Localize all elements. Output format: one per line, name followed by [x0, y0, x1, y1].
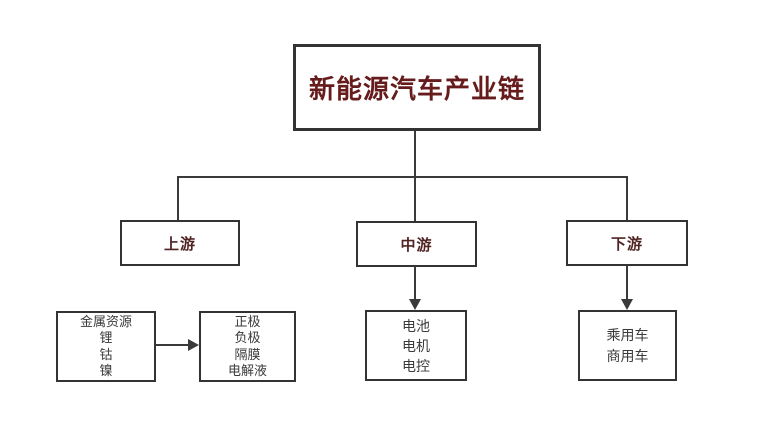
connector-horizontal-bar — [177, 176, 628, 178]
connector-downstream-drop — [626, 176, 628, 222]
branch-label-upstream: 上游 — [163, 235, 196, 253]
arrow-shaft-metal-to-materials — [156, 344, 189, 346]
leaf-line: 电池 — [402, 317, 430, 334]
connector-midstream-drop — [414, 176, 416, 223]
branch-label-downstream: 下游 — [610, 235, 643, 253]
diagram-title: 新能源汽车产业链 — [308, 74, 525, 104]
leaf-line: 电机 — [402, 337, 430, 354]
arrow-down-icon — [409, 299, 421, 310]
leaf-box-metal-resources: 金属资源 锂 钴 镍 — [56, 311, 156, 382]
leaf-box-powertrain: 电池 电机 电控 — [365, 310, 467, 381]
arrow-shaft-downstream — [626, 265, 628, 300]
connector-root-vertical — [414, 131, 416, 177]
leaf-line: 镍 — [99, 363, 113, 378]
leaf-line: 电解液 — [227, 363, 267, 378]
leaf-line: 正极 — [234, 313, 261, 329]
leaf-line: 锂 — [99, 330, 113, 345]
leaf-box-battery-materials: 正极 负极 隔膜 电解液 — [199, 311, 296, 382]
leaf-line: 电控 — [402, 357, 430, 374]
arrow-shaft-midstream — [414, 266, 416, 300]
arrow-right-icon — [188, 339, 199, 351]
branch-box-downstream: 下游 — [566, 220, 688, 266]
branch-box-upstream: 上游 — [120, 220, 240, 266]
leaf-line: 乘用车 — [606, 326, 649, 343]
arrow-down-icon — [621, 299, 633, 310]
connector-upstream-drop — [177, 176, 179, 222]
leaf-line: 金属资源 — [79, 313, 132, 329]
leaf-line: 商用车 — [606, 347, 649, 364]
leaf-line: 隔膜 — [234, 346, 261, 362]
branch-label-midstream: 中游 — [400, 236, 433, 254]
branch-box-midstream: 中游 — [356, 221, 477, 267]
leaf-line: 钴 — [99, 346, 113, 362]
leaf-box-vehicles: 乘用车 商用车 — [578, 310, 677, 381]
leaf-line: 负极 — [234, 330, 261, 345]
root-node-box: 新能源汽车产业链 — [293, 44, 541, 131]
